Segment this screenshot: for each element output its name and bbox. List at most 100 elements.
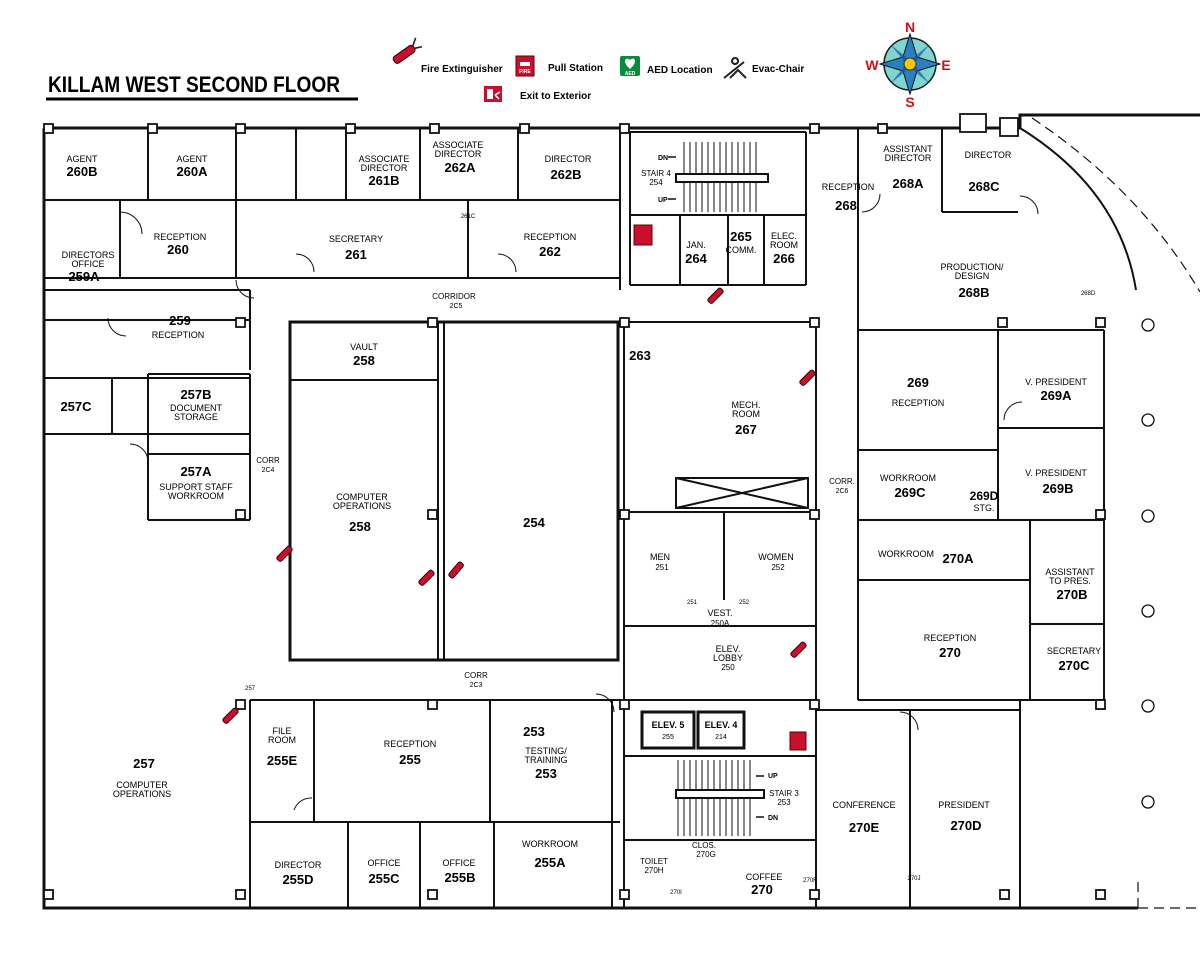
- curved-facade: [1019, 127, 1137, 291]
- room-250a: VEST.250A: [707, 608, 732, 628]
- safety-markers: [222, 224, 816, 751]
- fire-extinguisher-icon: [790, 641, 807, 658]
- room-257c: 257C: [60, 399, 92, 414]
- door-tags: 261C 268D 257 251 252 270F 270J 270I: [245, 214, 1096, 896]
- tag-270i: 270I: [670, 890, 682, 896]
- tag-252: 252: [739, 600, 750, 606]
- stair-4-down-label: DN: [658, 155, 668, 162]
- aed-icon: AED: [620, 56, 640, 77]
- room-263: 263: [629, 348, 651, 363]
- tag-251: 251: [687, 600, 698, 606]
- legend-fire-extinguisher: Fire Extinguisher: [421, 64, 503, 75]
- room-270g: CLOS.270G: [692, 841, 716, 859]
- tag-270j: 270J: [907, 876, 920, 882]
- door-arcs: [107, 193, 1039, 811]
- floor-title: KILLAM WEST SECOND FLOOR: [48, 72, 340, 97]
- curved-facade-dashed: [1031, 117, 1200, 293]
- compass-north: N: [905, 19, 915, 35]
- pull-station-icon: [789, 731, 807, 751]
- corridor-2c6: CORR.2C6: [829, 477, 855, 495]
- walls: [42, 113, 1200, 910]
- fire-extinguisher-icon: [418, 569, 435, 586]
- compass-east: E: [941, 57, 950, 73]
- stair-direction-labels: DN UP UP DN: [658, 155, 778, 822]
- stair-3-down-label: DN: [768, 815, 778, 822]
- fire-extinguisher-icon: [799, 369, 816, 386]
- fire-extinguisher-icon: [448, 561, 464, 579]
- legend-exit-to-exterior: Exit to Exterior: [520, 91, 591, 102]
- evac-chair-icon: [723, 57, 747, 79]
- exterior-column-circles: [1141, 318, 1155, 809]
- fire-extinguisher-icon: [276, 545, 293, 562]
- stair-3-up-label: UP: [768, 773, 778, 780]
- tag-270f: 270F: [803, 878, 817, 884]
- fire-extinguisher-icon: [707, 287, 724, 304]
- legend: Fire Extinguisher FIRE Pull Station AED …: [392, 37, 804, 102]
- legend-aed-location: AED Location: [647, 65, 713, 76]
- legend-evac-chair: Evac-Chair: [752, 64, 804, 75]
- stair-3-treads: [675, 760, 765, 836]
- svg-text:AED: AED: [625, 71, 636, 77]
- pull-station-icon: FIRE: [515, 55, 535, 77]
- elevator-cars: [640, 710, 746, 750]
- exit-to-exterior-icon: [484, 86, 502, 102]
- fire-extinguisher-icon: [392, 37, 423, 64]
- compass-south: S: [905, 94, 914, 110]
- compass-west: W: [865, 57, 879, 73]
- stair-4-up-label: UP: [658, 197, 668, 204]
- room-254: 254: [523, 515, 545, 530]
- shaft-267: [675, 477, 809, 509]
- compass-rose: N S E W: [865, 19, 950, 110]
- fire-extinguisher-icon: [222, 707, 239, 724]
- exterior-dashed-line: [1020, 114, 1200, 909]
- legend-pull-station: Pull Station: [548, 63, 603, 74]
